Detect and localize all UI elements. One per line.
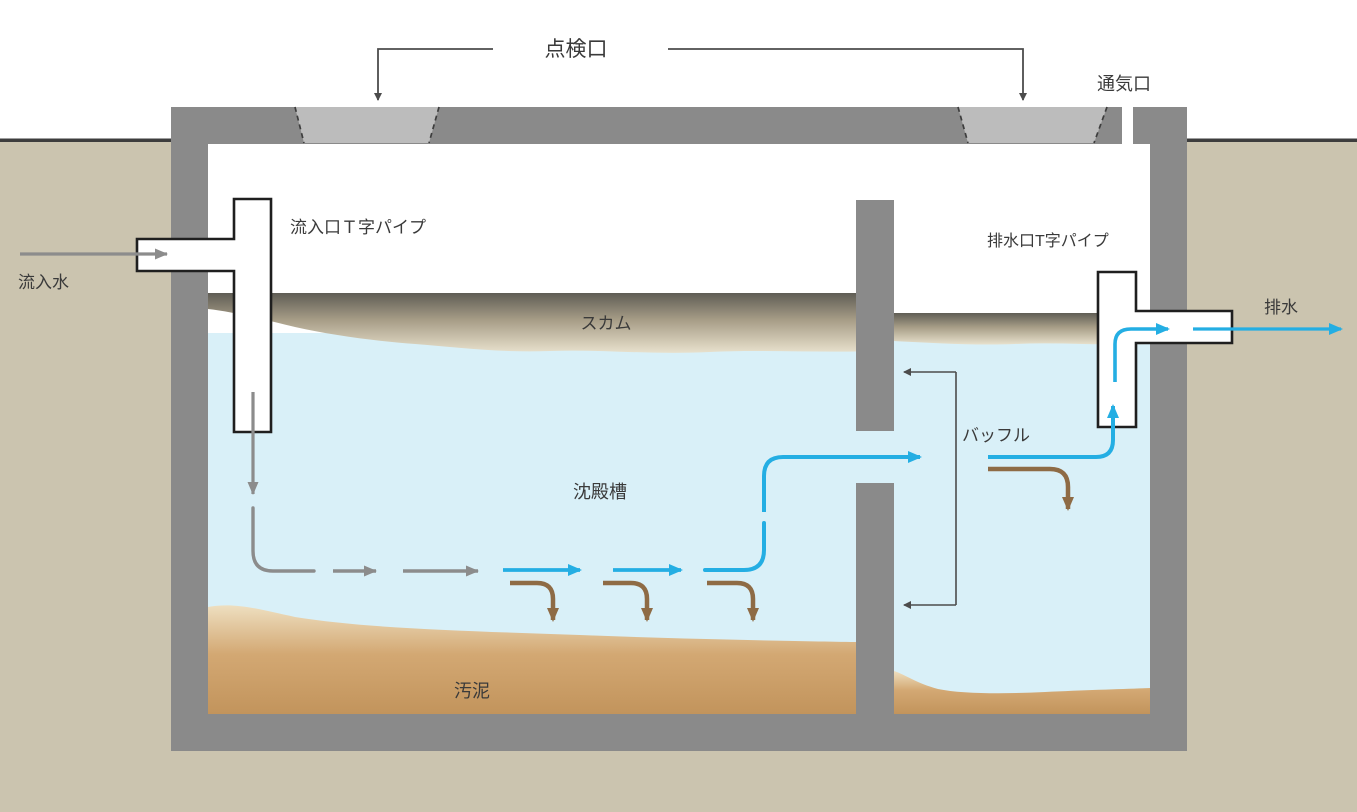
label-vent-port: 通気口 (1097, 74, 1151, 94)
sludge-layer-chamber2 (894, 671, 1150, 714)
label-inflow-water: 流入水 (18, 273, 69, 292)
vent-opening (1122, 107, 1133, 144)
inspection-cover-left-edges (294, 106, 440, 144)
baffle-wall-upper (856, 200, 894, 431)
outlet-rise-arrow (988, 404, 1119, 459)
inspection-port-callout-right (668, 48, 1027, 101)
scum-layer-chamber2 (856, 313, 1150, 345)
label-settling-chamber: 沈殿槽 (573, 482, 627, 502)
settling-arrow-chamber2 (988, 466, 1074, 511)
riser-flow-lower (703, 521, 766, 572)
baffle-wall-lower (856, 483, 894, 714)
label-inlet-t-pipe: 流入口Ｔ字パイプ (290, 218, 426, 237)
label-scum: スカム (581, 314, 632, 333)
inspection-cover-right-edges (957, 106, 1108, 144)
inlet-t-pipe (135, 197, 273, 434)
label-effluent: 排水 (1264, 298, 1298, 317)
settling-arrow-3 (707, 580, 759, 622)
label-inspection-port: 点検口 (545, 38, 608, 61)
outlet-t-pipe (1096, 270, 1234, 429)
inspection-cover-left (295, 107, 439, 143)
label-outlet-t-pipe: 排水口T字パイプ (987, 232, 1109, 250)
label-baffle: バッフル (962, 426, 1030, 445)
sludge-layer-chamber1 (208, 605, 856, 714)
inlet-flow-curve (251, 506, 316, 573)
inspection-cover-right (958, 107, 1107, 143)
scum-layer-chamber1 (208, 293, 894, 353)
label-sludge: 汚泥 (454, 681, 490, 701)
outlet-pipe-flow-arrow (1113, 323, 1170, 382)
settling-arrow-2 (603, 580, 653, 622)
inspection-port-callout-left (374, 48, 493, 101)
settling-arrow-1 (510, 580, 559, 622)
riser-flow-through-baffle-arrow (762, 451, 922, 512)
